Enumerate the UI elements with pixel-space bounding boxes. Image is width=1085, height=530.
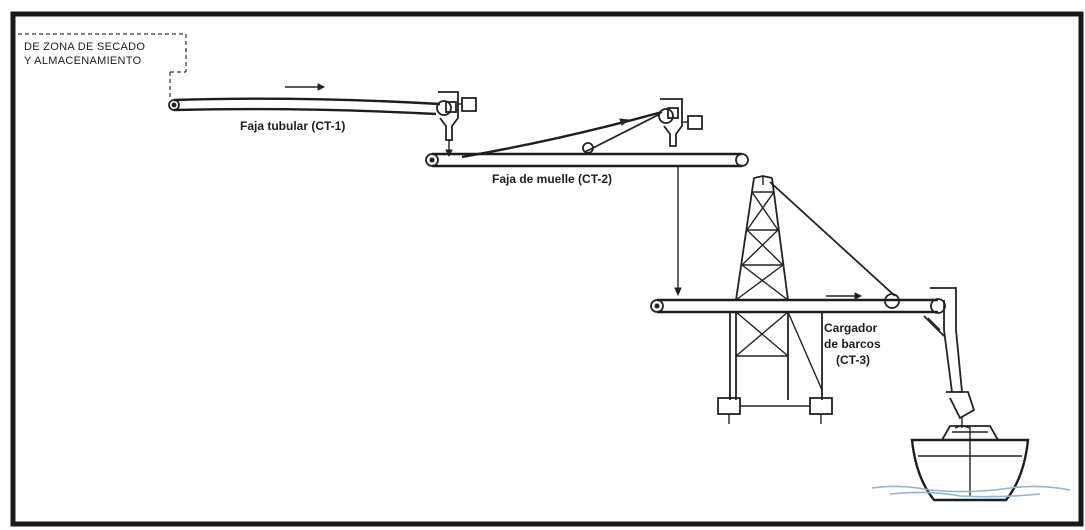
ct3-label-line1: Cargador	[824, 321, 878, 335]
source-label-line1: DE ZONA DE SECADO	[24, 41, 145, 53]
ship-loader-ct3	[650, 175, 976, 429]
source-label-line2: Y ALMACENAMIENTO	[24, 55, 142, 67]
conveyor-ct1	[168, 83, 477, 158]
ct3-label-line2: de barcos	[824, 337, 881, 351]
ct1-label: Faja tubular (CT-1)	[240, 119, 345, 133]
ship	[871, 425, 1071, 502]
ct2-label: Faja de muelle (CT-2)	[492, 172, 612, 186]
diagram-frame	[10, 11, 1084, 527]
source-area-marker	[18, 33, 187, 100]
ct3-label-line3: (CT-3)	[836, 353, 870, 367]
conveyor-ct2	[425, 98, 749, 297]
